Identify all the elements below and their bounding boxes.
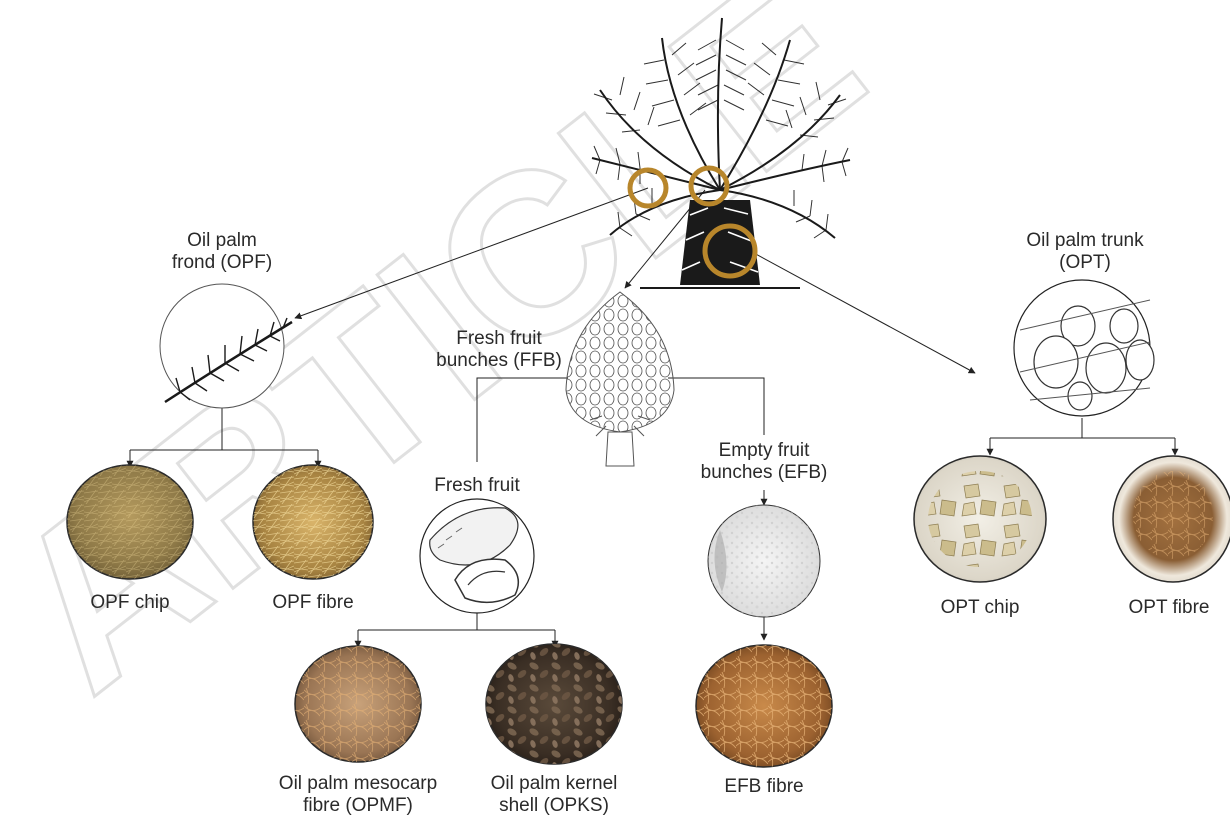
fresh-fruit-illustration: [420, 499, 534, 613]
efb-fibre-label: EFB fibre: [704, 776, 824, 798]
opmf-photo: [295, 646, 421, 762]
ffb-label: Fresh fruit bunches (FFB): [424, 328, 574, 372]
efb-bunch-illustration: [708, 505, 820, 617]
arrow-to-opt: [752, 252, 975, 373]
opt-chip-photo: [914, 456, 1046, 582]
opt-fibre-label: OPT fibre: [1110, 597, 1228, 619]
opt-fibre-photo: [1113, 456, 1230, 582]
opf-label: Oil palm frond (OPF): [160, 230, 284, 274]
opmf-label: Oil palm mesocarp fibre (OPMF): [258, 773, 458, 817]
opks-photo: [486, 644, 622, 764]
opf-chip-label: OPF chip: [70, 592, 190, 614]
opt-chip-label: OPT chip: [920, 597, 1040, 619]
opf-chip-photo: [67, 465, 193, 579]
opks-label: Oil palm kernel shell (OPKS): [464, 773, 644, 817]
opt-trunk-illustration: [1014, 280, 1154, 416]
ffb-to-efb-line: [668, 378, 764, 435]
opt-label: Oil palm trunk (OPT): [1010, 230, 1160, 274]
opf-fibre-label: OPF fibre: [253, 592, 373, 614]
efb-label: Empty fruit bunches (EFB): [686, 440, 842, 484]
efb-fibre-photo: [696, 645, 832, 767]
opf-fibre-photo: [253, 465, 373, 579]
fresh-fruit-label: Fresh fruit: [414, 475, 540, 497]
